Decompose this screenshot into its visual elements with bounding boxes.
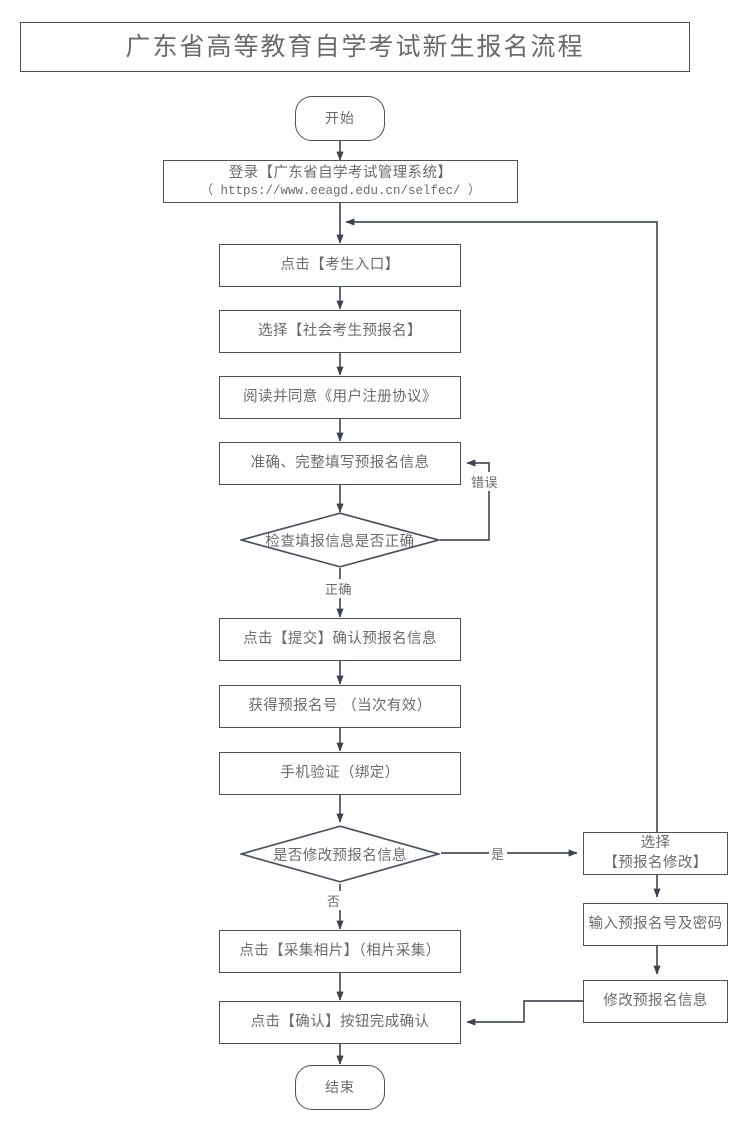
node-fill-info: 准确、完整填写预报名信息 xyxy=(219,442,461,485)
node-select-modify-line1: 选择 xyxy=(640,835,671,852)
node-start: 开始 xyxy=(295,96,385,141)
node-end-label: 结束 xyxy=(325,1079,355,1096)
node-get-preregister-number: 获得预报名号 （当次有效） xyxy=(219,685,461,728)
node-select-preregister-label: 选择【社会考生预报名】 xyxy=(258,322,422,339)
node-candidate-entry: 点击【考生入口】 xyxy=(219,244,461,287)
node-collect-photo: 点击【采集相片】（相片采集） xyxy=(219,930,461,973)
edge-label-no: 否 xyxy=(325,891,343,910)
node-submit-confirm: 点击【提交】确认预报名信息 xyxy=(219,618,461,661)
node-login-title: 登录【广东省自学考试管理系统】 xyxy=(228,164,453,181)
node-modify-decision-label: 是否修改预报名信息 xyxy=(272,847,408,864)
node-select-preregister: 选择【社会考生预报名】 xyxy=(219,310,461,353)
page-title: 广东省高等教育自学考试新生报名流程 xyxy=(20,22,690,72)
node-submit-confirm-label: 点击【提交】确认预报名信息 xyxy=(243,630,437,647)
edge-label-error-text: 错误 xyxy=(471,475,499,490)
node-get-preregister-number-label: 获得预报名号 （当次有效） xyxy=(248,697,432,714)
node-modify-decision: 是否修改预报名信息 xyxy=(240,825,440,883)
edge-label-correct: 正确 xyxy=(323,579,355,598)
edge-label-correct-text: 正确 xyxy=(325,582,353,597)
page-title-text: 广东省高等教育自学考试新生报名流程 xyxy=(125,32,585,61)
edge-label-yes-text: 是 xyxy=(491,847,505,862)
edge-label-yes: 是 xyxy=(489,844,507,863)
node-confirm-button-step-label: 点击【确认】按钮完成确认 xyxy=(250,1013,430,1030)
node-start-label: 开始 xyxy=(325,110,355,127)
node-collect-photo-label: 点击【采集相片】（相片采集） xyxy=(239,942,441,959)
node-fill-info-label: 准确、完整填写预报名信息 xyxy=(250,454,430,471)
node-modify-info: 修改预报名信息 xyxy=(583,980,728,1023)
edge-label-error: 错误 xyxy=(469,472,501,491)
node-login-system: 登录【广东省自学考试管理系统】 （ https://www.eeagd.edu.… xyxy=(163,160,518,203)
node-input-credentials-label: 输入预报名号及密码 xyxy=(588,915,723,932)
node-phone-verify-label: 手机验证（绑定） xyxy=(280,764,400,781)
node-check-decision: 检查填报信息是否正确 xyxy=(240,512,440,568)
edge-label-no-text: 否 xyxy=(327,894,341,909)
node-input-credentials: 输入预报名号及密码 xyxy=(583,903,728,946)
node-candidate-entry-label: 点击【考生入口】 xyxy=(280,256,400,273)
node-check-decision-label: 检查填报信息是否正确 xyxy=(265,533,415,550)
node-end: 结束 xyxy=(295,1065,385,1110)
node-user-agreement-label: 阅读并同意《用户注册协议》 xyxy=(243,388,437,405)
node-select-modify-line2: 【预报名修改】 xyxy=(603,854,708,871)
node-user-agreement: 阅读并同意《用户注册协议》 xyxy=(219,376,461,419)
node-confirm-button-step: 点击【确认】按钮完成确认 xyxy=(219,1001,461,1044)
node-phone-verify: 手机验证（绑定） xyxy=(219,752,461,795)
node-select-modify: 选择 【预报名修改】 xyxy=(583,832,728,875)
node-login-url: （ https://www.eeagd.edu.cn/selfec/ ） xyxy=(200,183,481,198)
node-modify-info-label: 修改预报名信息 xyxy=(603,992,708,1009)
diamond-shape-check xyxy=(240,512,440,568)
diamond-shape-modify xyxy=(240,825,440,883)
